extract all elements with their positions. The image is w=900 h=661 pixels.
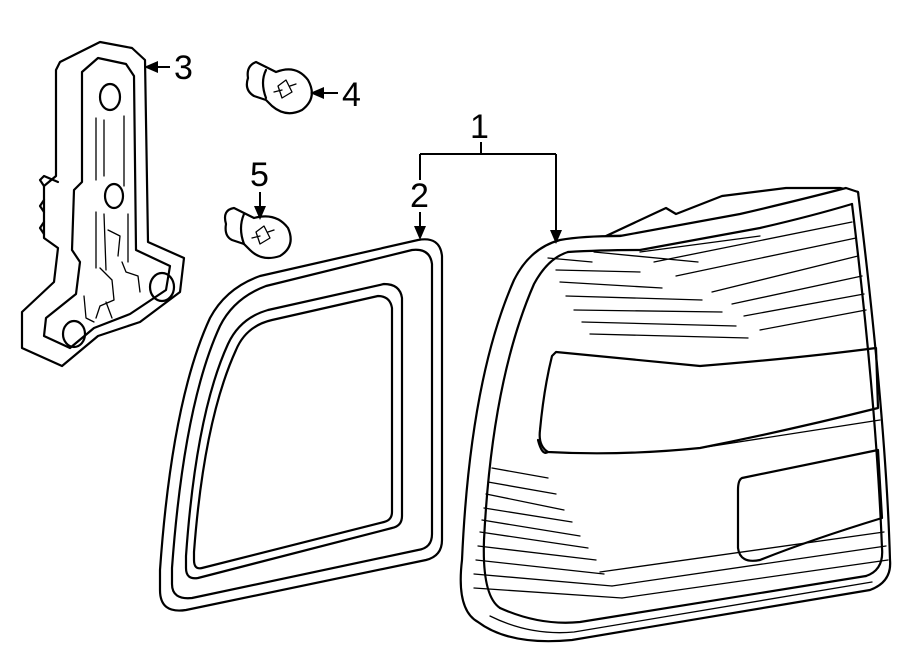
callout-1: 1 <box>420 108 562 244</box>
callout-4-label: 4 <box>342 76 361 114</box>
part-4-bulb <box>245 60 313 115</box>
callout-2-label: 2 <box>410 177 429 215</box>
callout-3: 3 <box>144 49 193 87</box>
callout-5-label: 5 <box>250 156 269 194</box>
part-1-tail-lamp <box>459 186 892 643</box>
callout-5: 5 <box>250 156 269 220</box>
callout-1-label: 1 <box>470 108 489 146</box>
part-2-gasket <box>158 238 444 612</box>
callout-3-label: 3 <box>174 49 193 87</box>
part-3-bulb-carrier <box>20 40 186 368</box>
part-5-bulb <box>223 206 292 260</box>
callout-4: 4 <box>310 76 361 114</box>
callout-2: 2 <box>410 154 429 240</box>
